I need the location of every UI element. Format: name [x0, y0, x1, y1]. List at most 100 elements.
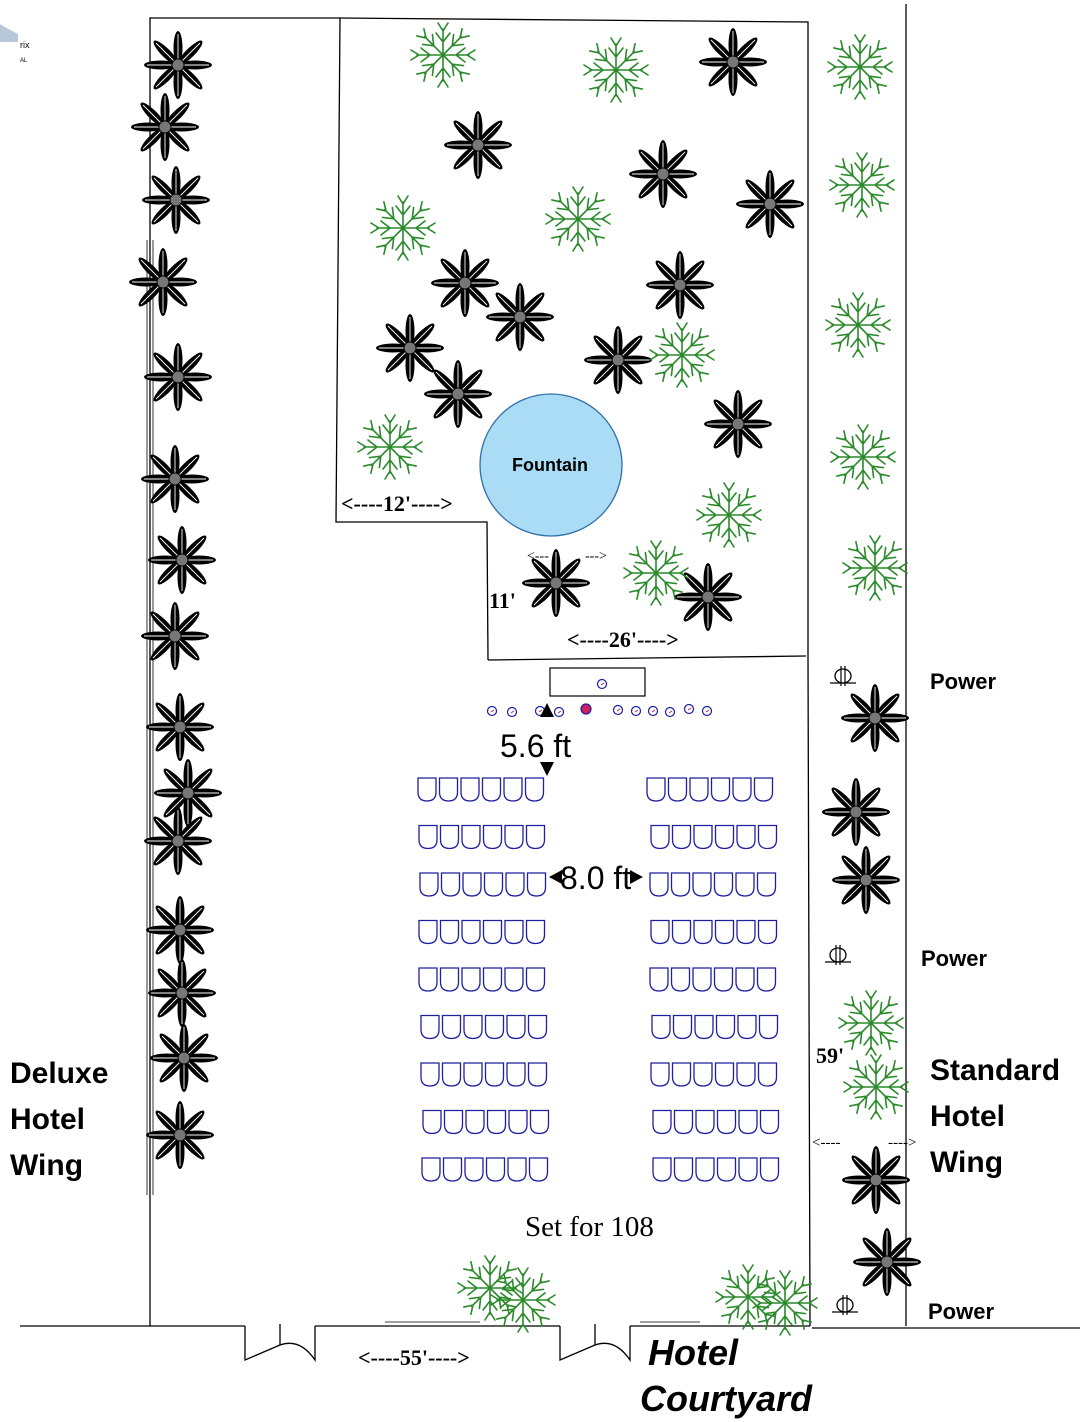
chair-icon [756, 967, 777, 992]
chair-icon [692, 872, 712, 897]
chair-icon [735, 967, 755, 992]
chair-icon [529, 1109, 550, 1135]
chair-icon [673, 1109, 694, 1135]
palm-tree-icon [831, 845, 901, 915]
chair-icon [756, 872, 777, 897]
chair-icon [695, 1157, 715, 1182]
chair-icon [506, 1062, 526, 1087]
chair-icon [418, 967, 438, 992]
chair-icon [418, 824, 438, 850]
chair-icon [438, 777, 459, 802]
chair-icon [652, 1109, 672, 1135]
spacing-indicator-vertical: 5.6 ft [500, 703, 571, 776]
chair-icon [692, 967, 712, 992]
green-bush-icon [410, 22, 476, 88]
green-bush-icon [829, 152, 895, 218]
chair-icon [464, 1157, 484, 1182]
chair-icon [757, 1062, 778, 1087]
chair-icon [463, 1014, 483, 1040]
chair-icon [737, 1014, 757, 1040]
chair-icon [652, 1157, 672, 1182]
chair-icon [738, 1109, 758, 1135]
chair-icon [716, 1157, 737, 1182]
palm-tree-icon [149, 1023, 219, 1093]
chair-icon [463, 1062, 483, 1087]
green-bush-icon [696, 482, 762, 548]
green-bush-icon [715, 1264, 781, 1330]
palm-trees [128, 27, 922, 1297]
chair-icon [441, 1062, 462, 1087]
seating-capacity-label: Set for 108 [525, 1211, 654, 1243]
green-bush-icon [649, 322, 715, 388]
chair-icon [524, 777, 545, 802]
green-bush-icon [830, 424, 896, 490]
chair-icon [650, 1062, 670, 1087]
chair-icon [695, 1109, 715, 1135]
chair-icon [759, 1157, 780, 1182]
chair-icon [757, 824, 778, 850]
head-table-seats [486, 703, 713, 718]
chair-icon [460, 777, 480, 802]
green-bush-icon [357, 414, 423, 480]
chair-icon [759, 1109, 780, 1135]
chair-icon [483, 872, 504, 897]
chair-icon [671, 824, 692, 850]
palm-tree-icon [147, 958, 217, 1028]
palm-tree-icon [147, 525, 217, 595]
palm-tree-icon [821, 777, 891, 847]
power-outlet-icon [824, 944, 852, 966]
chair-icon [421, 1157, 441, 1182]
chair-icon [439, 824, 460, 850]
dimension-11ft: 11' [489, 588, 516, 613]
chair-icon [715, 1014, 736, 1040]
chair-icon [525, 967, 546, 992]
palm-tree-icon [430, 248, 500, 318]
palm-tree-icon [130, 92, 200, 162]
green-bush-icon [827, 34, 893, 100]
palm-tree-icon [583, 325, 653, 395]
chair-icon [503, 777, 523, 802]
palm-tree-icon [128, 247, 198, 317]
chair-icon [667, 777, 688, 802]
dimension-8-0ft: 8.0 ft [560, 860, 631, 896]
chair-icon [714, 919, 735, 945]
green-bush-icon [842, 535, 908, 601]
fountain-label: Fountain [512, 455, 588, 475]
chair-icon [650, 919, 670, 945]
svg-text:Deluxe: Deluxe [10, 1057, 108, 1090]
chair-icon [439, 967, 460, 992]
chair-icon [713, 967, 734, 992]
chair-icon [461, 967, 481, 992]
svg-text:Hotel: Hotel [10, 1103, 85, 1136]
chair-icon [507, 1157, 527, 1182]
chair-icon [753, 777, 774, 802]
chair-icon [714, 824, 735, 850]
palm-tree-icon [140, 601, 210, 671]
power-outlet-icon [829, 665, 857, 687]
chair-icon [649, 967, 669, 992]
palm-tree-icon [143, 30, 213, 100]
palm-tree-icon [145, 692, 215, 762]
green-bush-icon [843, 1054, 909, 1120]
dimension-59-arrow-left: <---- [812, 1135, 840, 1151]
chair-icon [671, 919, 692, 945]
palm-tree-icon [443, 110, 513, 180]
svg-text:Hotel: Hotel [648, 1332, 739, 1373]
dimension-59-arrow-right: ----> [888, 1135, 916, 1151]
chair-icon [736, 824, 756, 850]
chair-icon [484, 1062, 505, 1087]
chair-icon [462, 872, 482, 897]
dimension-12ft: <----12'----> [341, 491, 453, 516]
chair-icon [673, 1157, 694, 1182]
svg-text:Courtyard: Courtyard [640, 1378, 813, 1419]
svg-text:Wing: Wing [10, 1149, 83, 1182]
palm-tree-icon [145, 1100, 215, 1170]
chair-icon [670, 872, 691, 897]
chair-icon [525, 824, 546, 850]
chair-icon [441, 1014, 462, 1040]
green-bush-icon [838, 990, 904, 1056]
chair-icon [714, 1062, 735, 1087]
chair-icon [650, 824, 670, 850]
chair-icon [713, 872, 734, 897]
